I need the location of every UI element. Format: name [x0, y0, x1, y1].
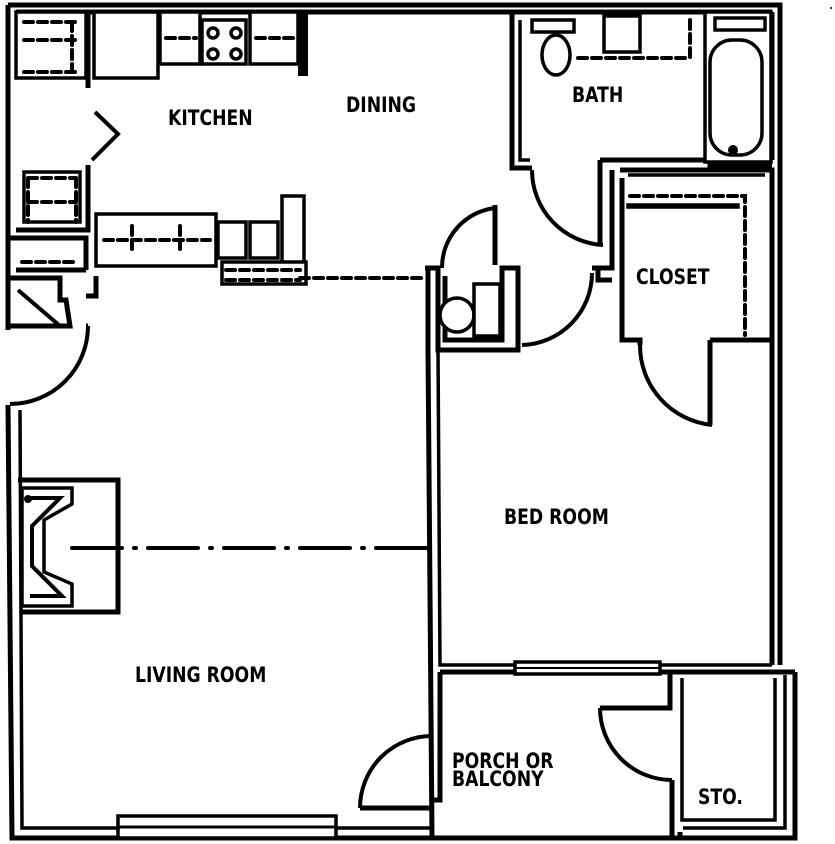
room-label-storage: STO.	[698, 785, 743, 809]
room-label-bedroom: BED ROOM	[504, 505, 609, 529]
porch-storage	[358, 672, 777, 838]
water-heater-closet	[425, 205, 612, 353]
room-label-bath: BATH	[572, 83, 624, 107]
living-room-window	[116, 814, 338, 840]
bath-fixtures	[509, 10, 773, 247]
room-label-closet: CLOSET	[636, 265, 710, 289]
room-label-living: LIVING ROOM	[135, 663, 267, 687]
bedroom-walls	[425, 268, 795, 839]
exterior-walls	[5, 2, 798, 841]
room-label-porch: PORCH OR BALCONY	[452, 749, 554, 791]
room-label-dining: DINING	[346, 93, 417, 117]
room-label-kitchen: KITCHEN	[168, 106, 253, 130]
closet-walls	[595, 167, 775, 665]
artifact-dot	[830, 7, 832, 9]
kitchen-fixtures	[10, 10, 424, 299]
entry-closet	[8, 275, 90, 406]
